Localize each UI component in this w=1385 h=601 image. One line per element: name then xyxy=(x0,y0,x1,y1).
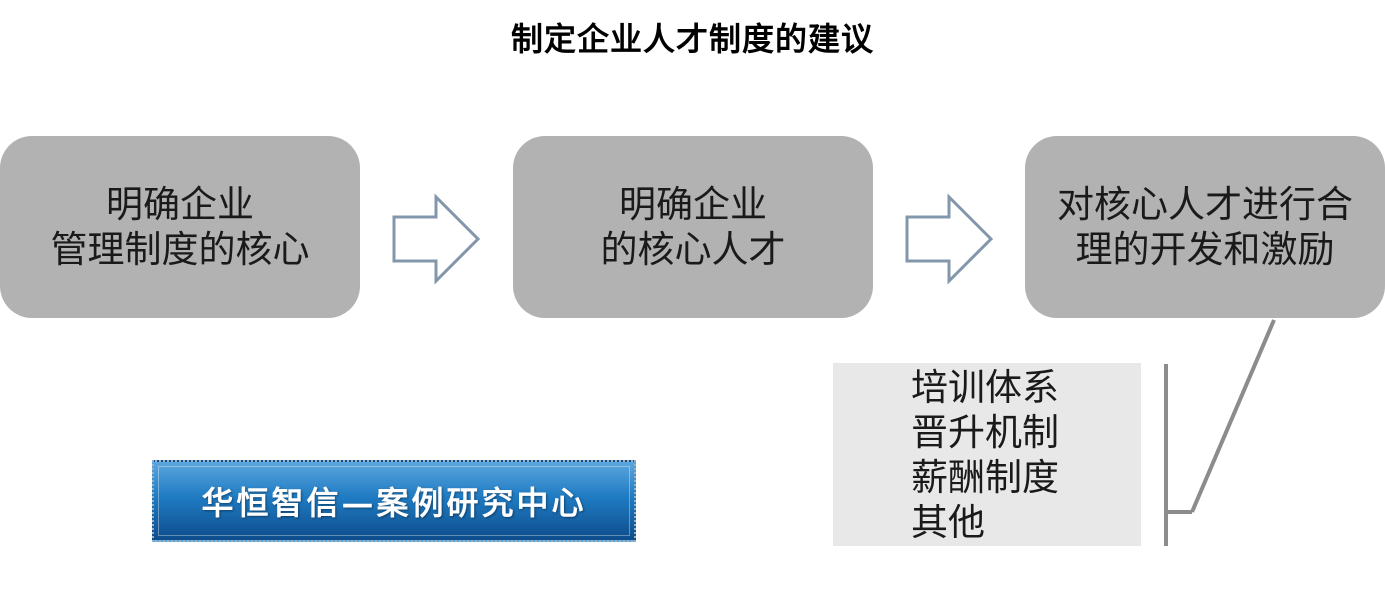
step-2-box: 明确企业 的核心人才 xyxy=(513,136,873,318)
right-arrow-icon xyxy=(905,193,994,285)
measure-item: 晋升机制 xyxy=(911,410,1059,454)
logo-banner: 华恒智信—案例研究中心 xyxy=(152,460,636,542)
diagram-title: 制定企业人才制度的建议 xyxy=(510,20,874,58)
step-2-line-1: 明确企业 xyxy=(619,183,767,226)
step-1-line-1: 明确企业 xyxy=(106,183,254,226)
measure-item: 培训体系 xyxy=(911,365,1059,409)
step-3-line-1: 对核心人才进行合 xyxy=(1057,183,1353,226)
step-2-line-2: 的核心人才 xyxy=(600,228,786,271)
right-arrow-icon xyxy=(392,193,481,285)
step-1-box: 明确企业 管理制度的核心 xyxy=(0,136,360,318)
measure-item: 薪酬制度 xyxy=(911,455,1059,499)
callout-bracket-connector xyxy=(1164,319,1276,546)
step-3-box: 对核心人才进行合 理的开发和激励 xyxy=(1025,136,1385,318)
measure-item: 其他 xyxy=(911,500,985,544)
logo-text: 华恒智信—案例研究中心 xyxy=(158,466,630,536)
measures-list: 培训体系 晋升机制 薪酬制度 其他 xyxy=(833,363,1141,546)
step-3-line-2: 理的开发和激励 xyxy=(1075,228,1335,271)
step-1-line-2: 管理制度的核心 xyxy=(50,228,310,271)
